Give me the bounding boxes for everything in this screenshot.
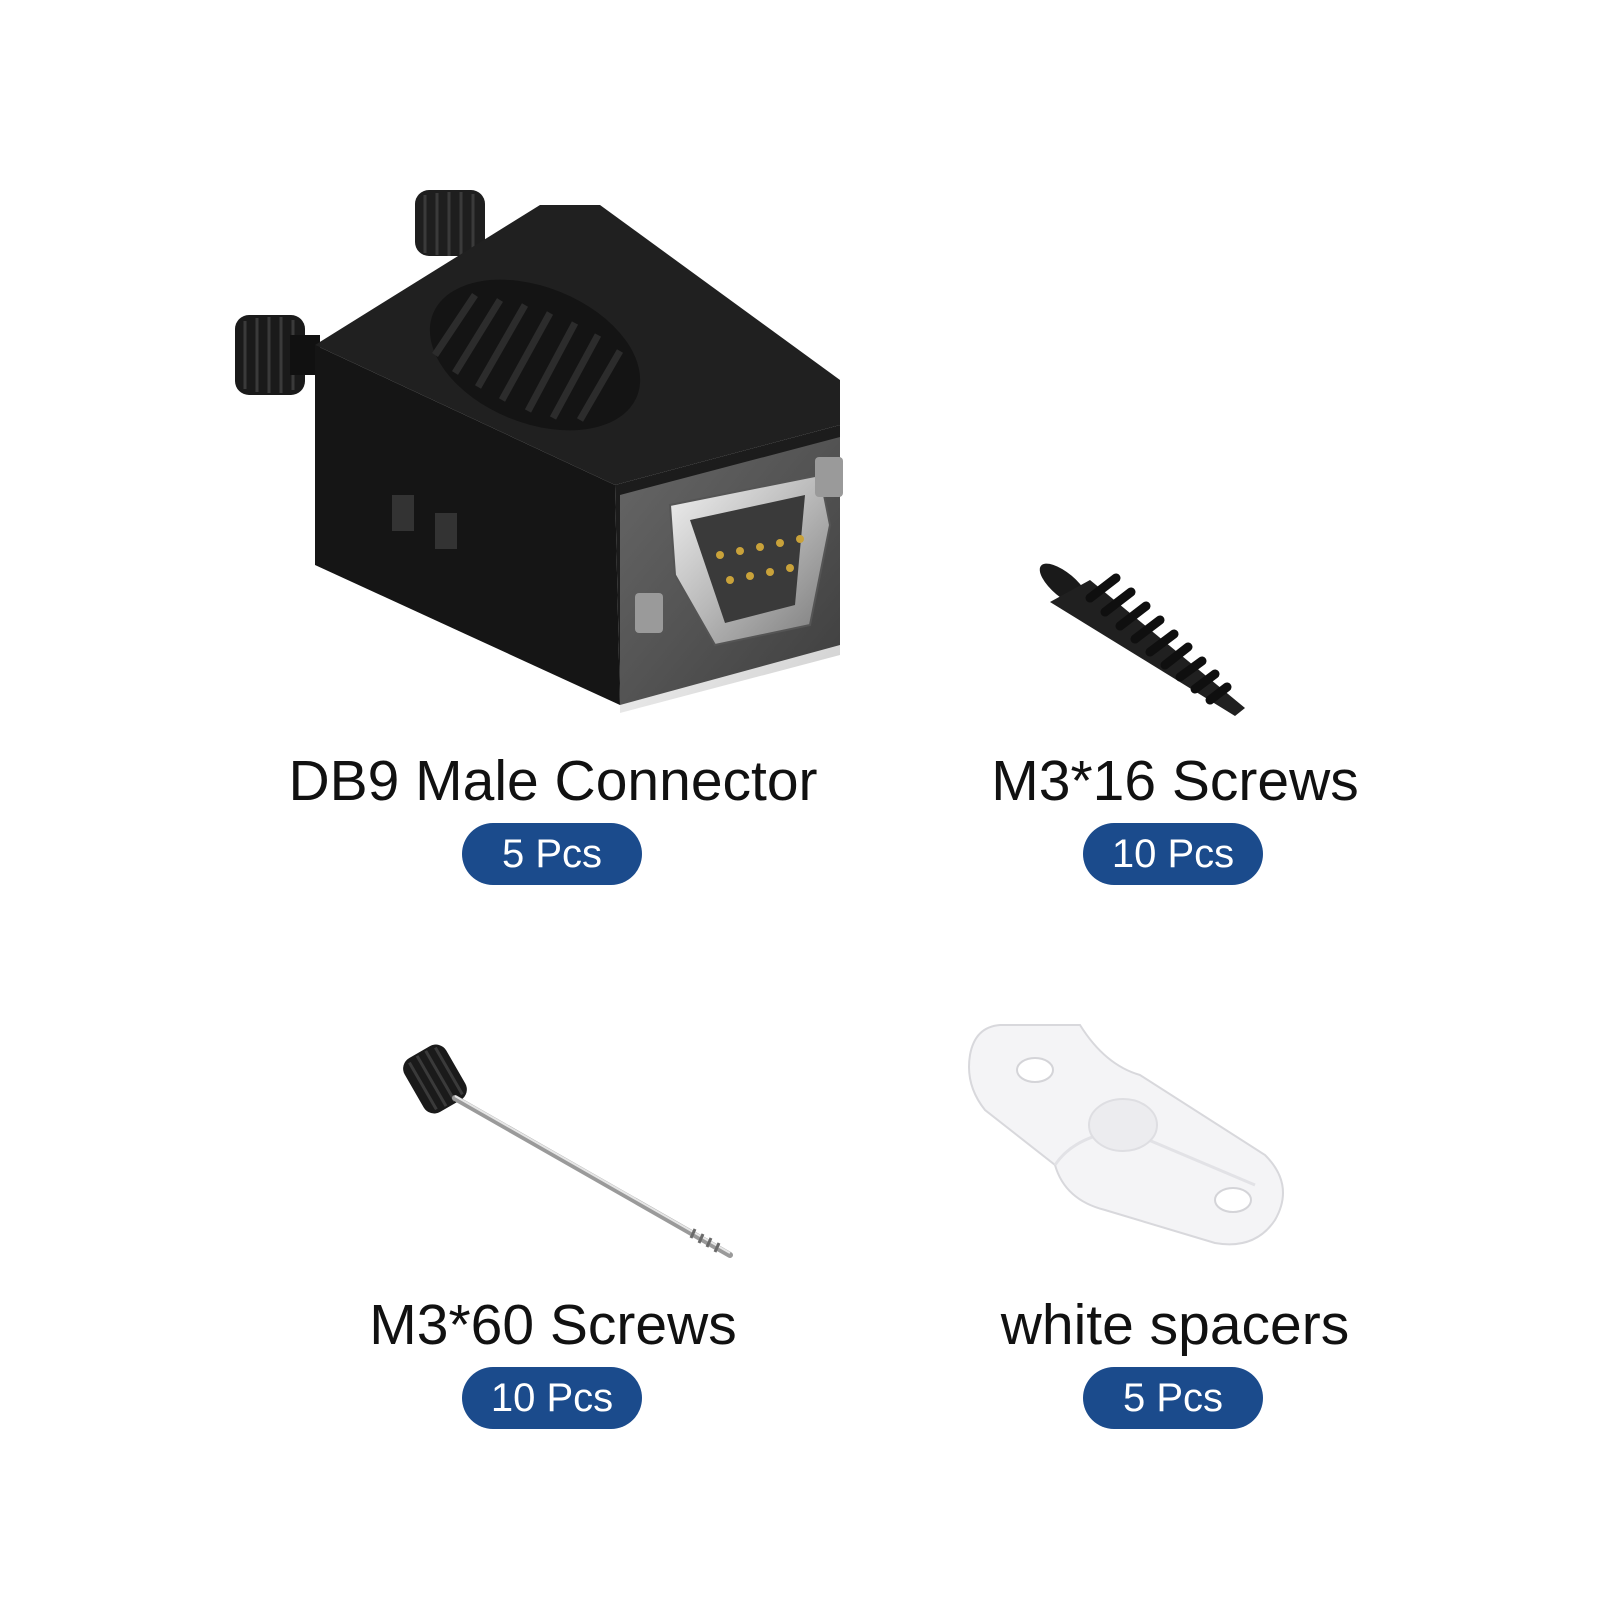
quantity-badge-m3-16-screws: 10 Pcs	[1083, 823, 1263, 885]
item-label-white-spacers: white spacers	[1000, 1293, 1350, 1357]
quantity-badge-white-spacers: 5 Pcs	[1083, 1367, 1263, 1429]
db9-connector-icon	[235, 190, 843, 713]
long-screw-icon	[403, 1044, 733, 1258]
item-label-m3-16-screws: M3*16 Screws	[991, 749, 1359, 813]
screw-icon	[1039, 563, 1245, 716]
item-label-db9-connector: DB9 Male Connector	[288, 749, 818, 813]
spacer-icon	[968, 1024, 1284, 1246]
quantity-badge-m3-60-screws: 10 Pcs	[462, 1367, 642, 1429]
quantity-badge-db9-connector: 5 Pcs	[462, 823, 642, 885]
item-label-m3-60-screws: M3*60 Screws	[369, 1293, 737, 1357]
